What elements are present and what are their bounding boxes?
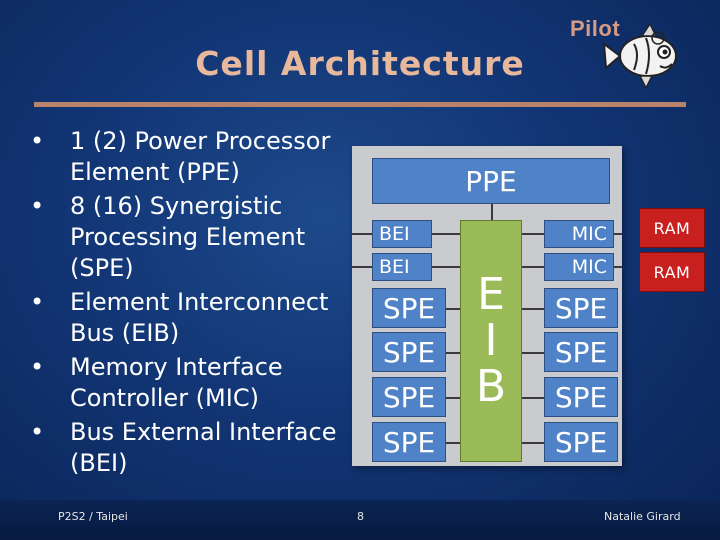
fish-mascot-icon [602, 22, 677, 90]
eib-letter-b: B [475, 361, 507, 413]
footer-venue: P2S2 / Taipei [58, 510, 128, 523]
spe-right-1: SPE [544, 288, 618, 328]
spe-left-connector-3 [446, 397, 460, 399]
bullet-mic: Memory Interface Controller (MIC) [26, 352, 356, 414]
bei-eib-connector-1 [432, 233, 460, 235]
spe-left-1: SPE [372, 288, 446, 328]
mic-eib-connector-1 [522, 233, 544, 235]
spe-left-3: SPE [372, 377, 446, 417]
ram-box-1: RAM [639, 208, 705, 248]
spe-right-3: SPE [544, 377, 618, 417]
bei-left-stub-1 [352, 233, 372, 235]
mic-ram-connector-1 [614, 233, 622, 235]
spe-left-connector-2 [446, 352, 460, 354]
eib-letter-i: I [484, 314, 498, 366]
bullet-list: 1 (2) Power Processor Element (PPE) 8 (1… [26, 126, 356, 482]
bullet-bei: Bus External Interface (BEI) [26, 417, 356, 479]
spe-left-connector-4 [446, 442, 460, 444]
cell-diagram: PPE BEI BEI SPE SPE SPE SPE E I B MIC MI… [352, 146, 622, 466]
bullet-eib: Element Interconnect Bus (EIB) [26, 287, 356, 349]
slide-title: Cell Architecture [195, 44, 525, 83]
spe-right-2: SPE [544, 332, 618, 372]
bei-left-stub-2 [352, 266, 372, 268]
bei-box-2: BEI [372, 253, 432, 281]
ppe-box: PPE [372, 158, 610, 204]
spe-left-2: SPE [372, 332, 446, 372]
spe-left-4: SPE [372, 422, 446, 462]
mic-box-2: MIC [544, 253, 614, 281]
ppe-eib-connector [491, 204, 493, 220]
spe-right-connector-1 [522, 308, 544, 310]
mic-ram-connector-2 [614, 266, 622, 268]
spe-left-connector-1 [446, 308, 460, 310]
eib-bus: E I B [460, 220, 522, 462]
spe-right-connector-3 [522, 397, 544, 399]
footer-author: Natalie Girard [604, 510, 681, 523]
bullet-ppe: 1 (2) Power Processor Element (PPE) [26, 126, 356, 188]
spe-right-4: SPE [544, 422, 618, 462]
title-divider [34, 102, 686, 107]
spe-right-connector-4 [522, 442, 544, 444]
ram-box-2: RAM [639, 252, 705, 292]
bullet-spe: 8 (16) Synergistic Processing Element (S… [26, 191, 356, 284]
logo: Pilot [570, 14, 685, 96]
mic-eib-connector-2 [522, 266, 544, 268]
footer-bar [0, 500, 720, 540]
page-number: 8 [357, 510, 364, 523]
bei-eib-connector-2 [432, 266, 460, 268]
mic-box-1: MIC [544, 220, 614, 248]
eib-letter-e: E [477, 268, 505, 320]
bei-box-1: BEI [372, 220, 432, 248]
logo-text: Pilot [570, 16, 621, 41]
spe-right-connector-2 [522, 352, 544, 354]
